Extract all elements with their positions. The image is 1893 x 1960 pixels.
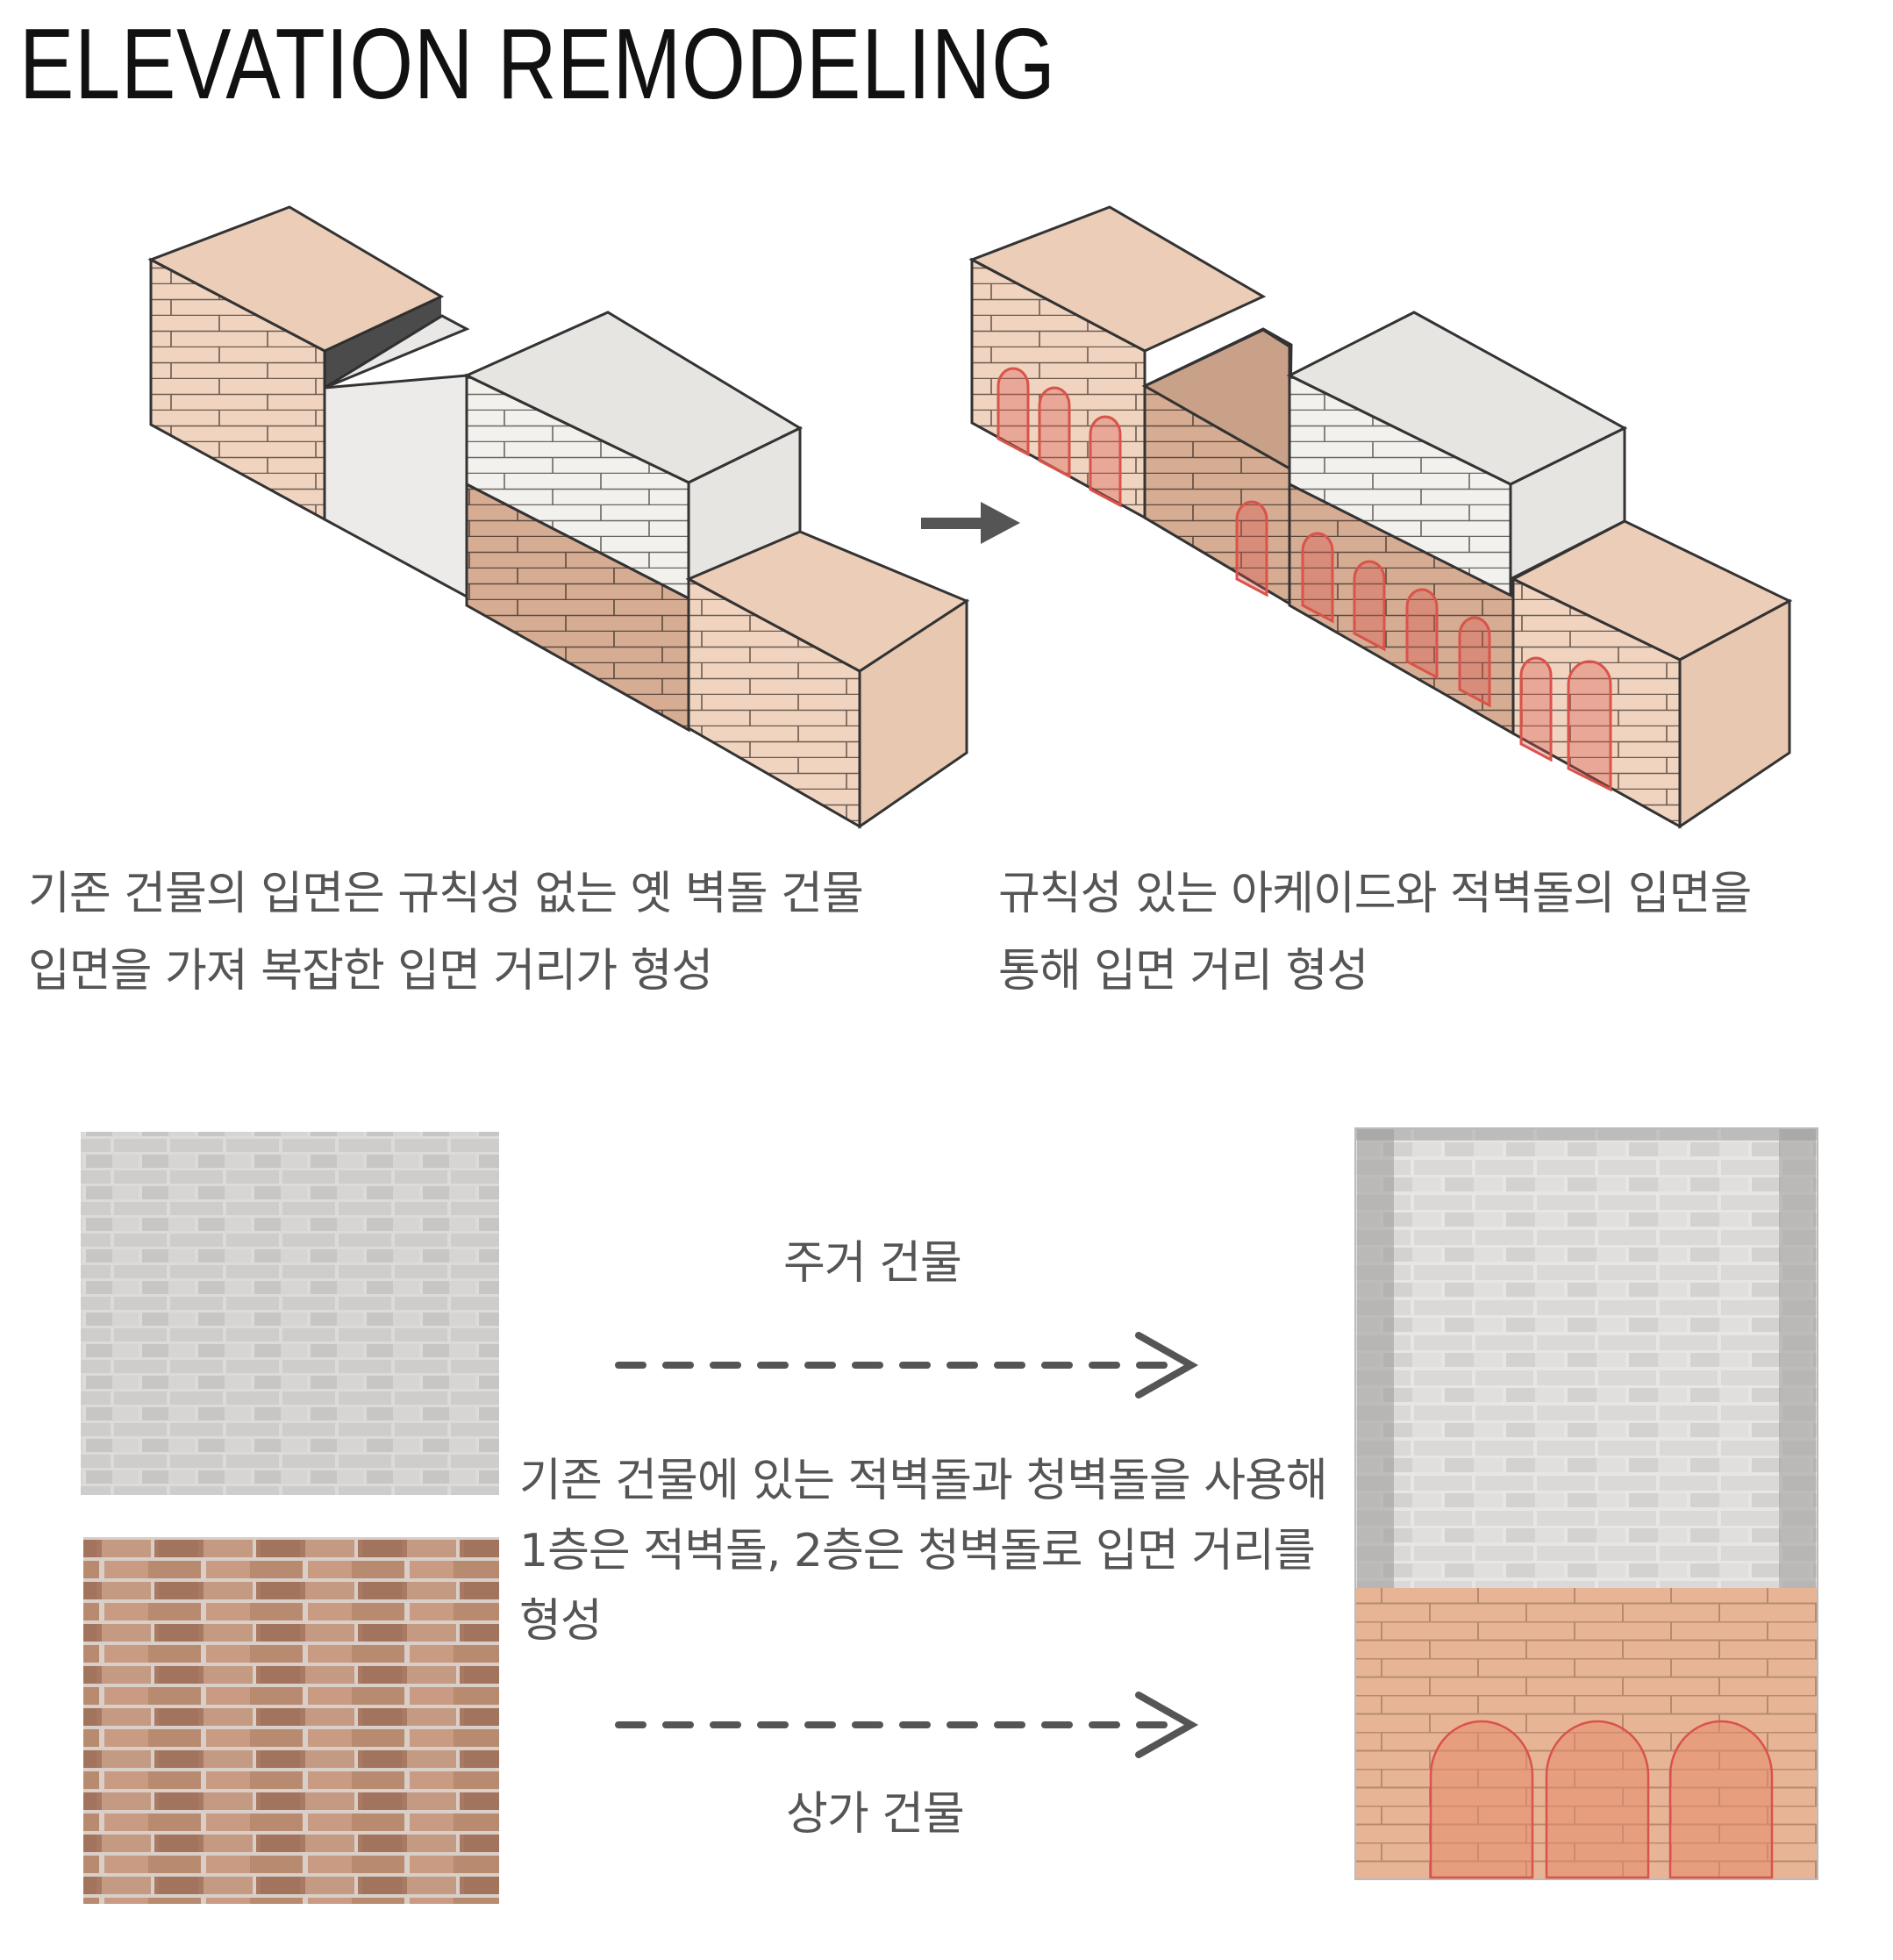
commercial-label: 상가 건물 (786, 1788, 965, 1841)
material-description: 기존 건물에 있는 적벽돌과 청벽돌을 사용해 1층은 적벽돌, 2층은 청벽돌… (519, 1446, 1328, 1656)
arch (997, 367, 1030, 457)
after-block5-side (1678, 598, 1791, 829)
facade-top-band (1355, 1128, 1818, 1141)
arch (1038, 386, 1071, 479)
transition-arrow (921, 502, 1020, 544)
before-block5-side (858, 598, 968, 829)
before-gap-front (323, 374, 468, 599)
after-caption-line-1: 규칙성 있는 아케이드와 적벽돌의 입면을 (998, 868, 1752, 920)
commercial-brick-texture (83, 1537, 499, 1904)
material-description-line-1: 기존 건물에 있는 적벽돌과 청벽돌을 사용해 (519, 1455, 1328, 1507)
before-caption: 기존 건물의 입면은 규칙성 없는 옛 벽돌 건물 입면을 가져 복잡한 입면 … (28, 855, 864, 1010)
after-arches (997, 367, 1612, 792)
commercial-dashed-arrow (615, 1692, 1199, 1758)
residential-label: 주거 건물 (783, 1237, 962, 1290)
arch (1235, 500, 1268, 597)
facade-right-pillar (1779, 1128, 1816, 1588)
residential-brick-texture (81, 1132, 499, 1495)
facade-left-pillar (1357, 1128, 1394, 1588)
arch (1545, 1720, 1650, 1879)
arch (1089, 415, 1122, 508)
after-caption-line-2: 통해 입면 거리 형성 (998, 945, 1368, 998)
arch (1353, 560, 1386, 652)
material-description-line-3: 형성 (519, 1595, 603, 1648)
material-description-line-2: 1층은 적벽돌, 2층은 청벽돌로 입면 거리를 (519, 1525, 1316, 1577)
result-facade (1354, 1127, 1818, 1880)
arch (1458, 616, 1491, 708)
before-massing (147, 205, 970, 829)
page-title: ELEVATION REMODELING (19, 9, 1056, 120)
before-caption-line-1: 기존 건물의 입면은 규칙성 없는 옛 벽돌 건물 (28, 868, 864, 920)
after-caption: 규칙성 있는 아케이드와 적벽돌의 입면을 통해 입면 거리 형성 (998, 855, 1752, 1010)
arch (1668, 1720, 1774, 1879)
arch (1405, 588, 1439, 680)
residential-dashed-arrow (615, 1332, 1199, 1398)
facade-arches (1429, 1720, 1774, 1879)
arch (1567, 660, 1612, 792)
before-caption-line-2: 입면을 가져 복잡한 입면 거리가 형성 (28, 945, 713, 998)
facade-upper-residential (1355, 1128, 1818, 1588)
before-block4-front (465, 482, 690, 733)
arch (1429, 1720, 1534, 1879)
arch (1301, 532, 1334, 624)
before-block1-side (325, 297, 441, 388)
after-massing (968, 205, 1793, 829)
before-gap-top (324, 314, 470, 390)
before-block1-front (149, 257, 326, 522)
arch (1519, 656, 1553, 762)
